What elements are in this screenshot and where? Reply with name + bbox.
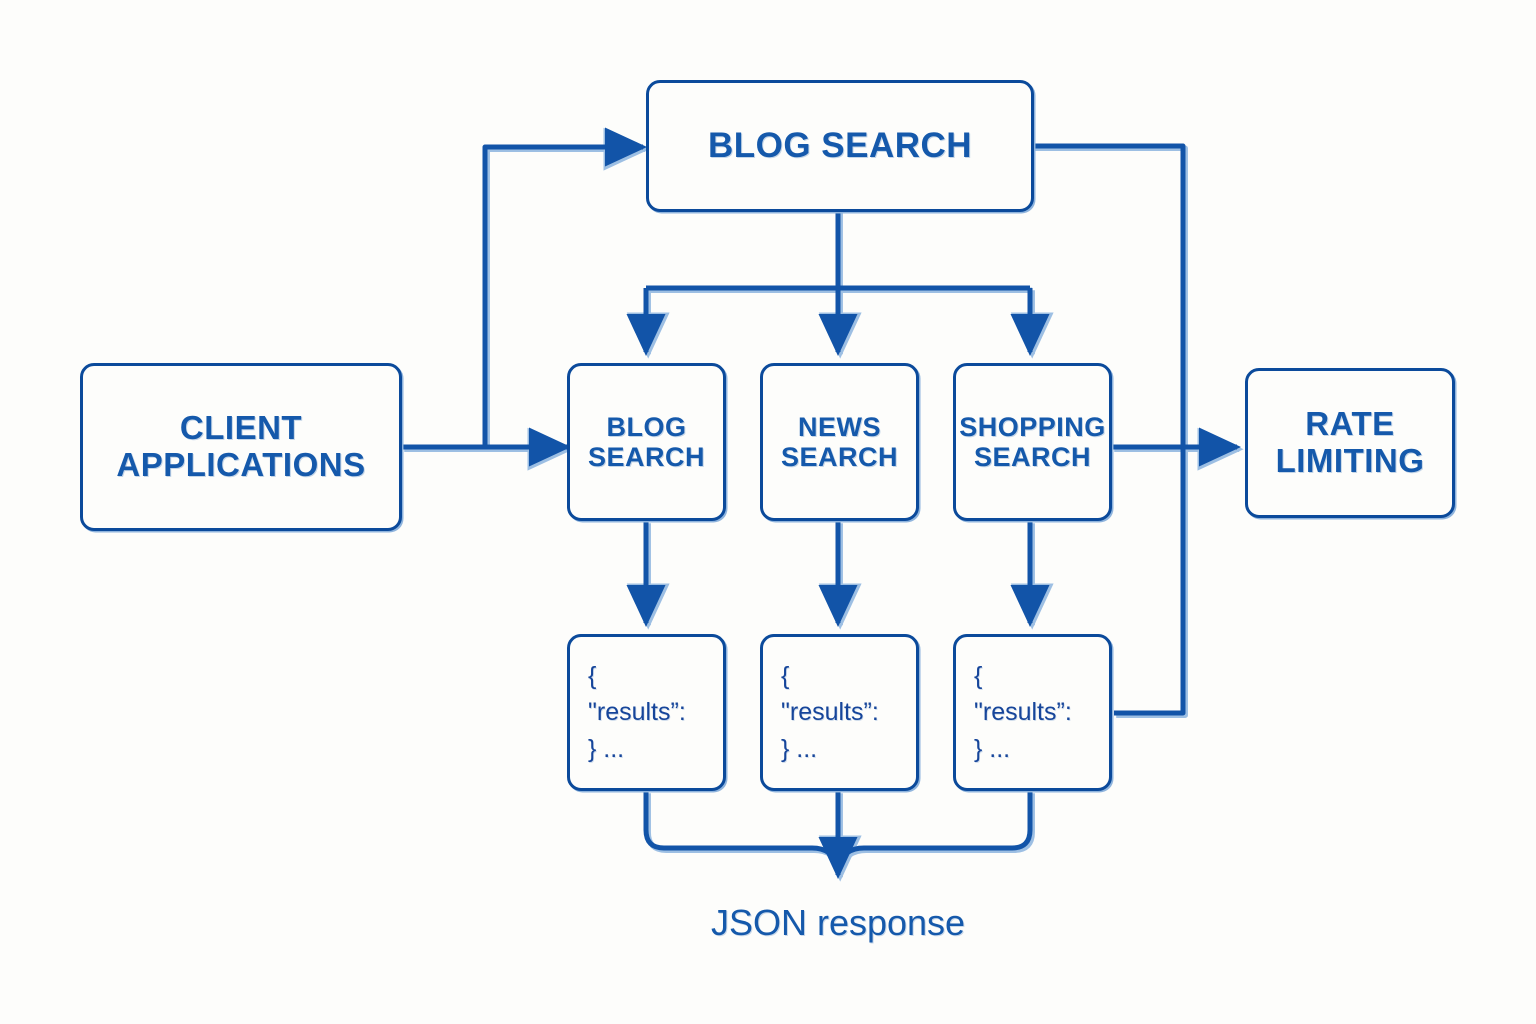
json-box-blog-line3: } ... xyxy=(588,734,625,763)
node-blog-search-gateway-label: BLOG SEARCH xyxy=(707,126,973,166)
json-box-shopping-line1: { xyxy=(974,662,983,691)
node-blog-search-gateway[interactable]: BLOG SEARCH xyxy=(646,80,1034,212)
json-box-news-line3: } ... xyxy=(781,734,818,763)
node-service-blog-search-label: BLOG SEARCH xyxy=(587,411,705,472)
edge-json3-merge xyxy=(835,791,1033,867)
connector-lines xyxy=(402,127,1242,880)
node-client-applications[interactable]: CLIENT APPLICATIONS xyxy=(80,363,402,531)
edge-client-to-blog-search-top xyxy=(482,127,648,447)
node-service-news-search[interactable]: NEWS SEARCH xyxy=(760,363,919,521)
json-box-news: { "results”: } ... xyxy=(760,634,919,791)
json-box-blog-line1: { xyxy=(588,662,597,691)
json-box-shopping-line2: "results”: xyxy=(974,698,1072,727)
node-service-shopping-search[interactable]: SHOPPING SEARCH xyxy=(953,363,1112,521)
json-box-shopping-line3: } ... xyxy=(974,734,1011,763)
node-service-news-search-label: NEWS SEARCH xyxy=(780,411,898,472)
node-service-blog-search[interactable]: BLOG SEARCH xyxy=(567,363,726,521)
edge-json1-merge xyxy=(643,791,841,867)
json-box-news-line1: { xyxy=(781,662,790,691)
json-box-shopping: { "results”: } ... xyxy=(953,634,1112,791)
json-box-news-line2: "results”: xyxy=(781,698,879,727)
edge-blogsearch-to-json-right xyxy=(1032,143,1186,716)
node-rate-limiting-label: RATE LIMITING xyxy=(1275,405,1425,479)
node-service-shopping-search-label: SHOPPING SEARCH xyxy=(959,411,1106,472)
json-box-blog-line2: "results”: xyxy=(588,698,686,727)
node-client-applications-label: CLIENT APPLICATIONS xyxy=(116,409,366,483)
node-rate-limiting[interactable]: RATE LIMITING xyxy=(1245,368,1455,518)
json-response-caption: JSON response xyxy=(710,902,966,943)
json-box-blog: { "results”: } ... xyxy=(567,634,726,791)
